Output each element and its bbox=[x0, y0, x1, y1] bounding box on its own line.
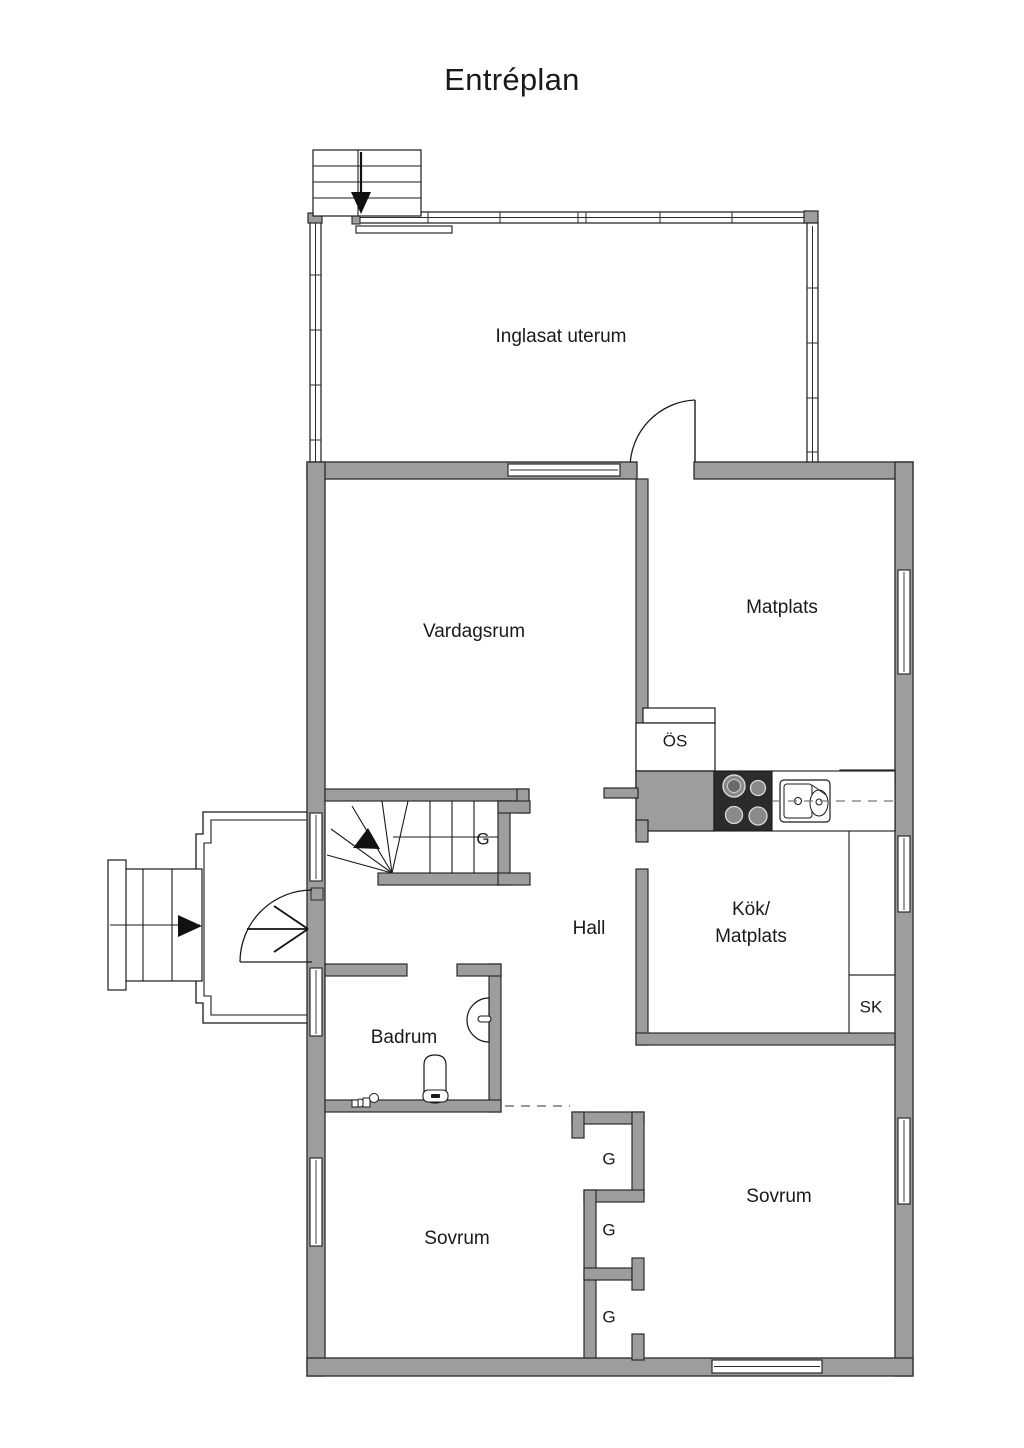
counter-left bbox=[635, 770, 715, 832]
page-title: Entréplan bbox=[444, 62, 580, 97]
closet-label-stair-g: G bbox=[476, 829, 489, 848]
sunroom-door-swing-arc bbox=[629, 399, 696, 469]
closet-labels: G SK G G G ÖS bbox=[476, 731, 883, 1326]
stairs-direction-arrow bbox=[351, 192, 371, 214]
interior-staircase bbox=[326, 800, 498, 874]
stairs-to-upper-level bbox=[312, 149, 422, 217]
interior-stairs-direction-arrow bbox=[353, 828, 380, 849]
entry-porch bbox=[107, 811, 324, 1024]
closet-label-bedroom-g1: G bbox=[602, 1149, 615, 1168]
main-house-walls bbox=[306, 461, 914, 1377]
entry-door-swing-arc bbox=[239, 889, 313, 963]
room-label-badrum: Badrum bbox=[371, 1027, 438, 1048]
closet-label-bedroom-g2: G bbox=[602, 1220, 615, 1239]
room-label-kok-line1: Kök/ bbox=[732, 899, 771, 920]
room-label-kok-line2: Matplats bbox=[715, 926, 787, 947]
entry-direction-arrow bbox=[178, 915, 202, 937]
oven-hood bbox=[642, 707, 716, 724]
room-label-matplats: Matplats bbox=[746, 597, 818, 618]
room-labels: Inglasat uterum Vardagsrum Matplats Kök/… bbox=[371, 326, 818, 1249]
room-label-sovrum-left: Sovrum bbox=[424, 1228, 489, 1249]
room-label-vardagsrum: Vardagsrum bbox=[423, 621, 525, 642]
sunroom-structure bbox=[307, 210, 820, 472]
kitchen-fixtures bbox=[603, 707, 896, 843]
room-label-sovrum-right: Sovrum bbox=[746, 1186, 811, 1207]
closet-label-sk: SK bbox=[860, 997, 883, 1016]
appliance-label-os: ÖS bbox=[663, 731, 688, 750]
room-label-inglasat-uterum: Inglasat uterum bbox=[496, 326, 627, 347]
bathroom-fixtures bbox=[351, 997, 492, 1108]
oven-cabinet bbox=[635, 722, 716, 772]
room-label-hall: Hall bbox=[573, 918, 606, 939]
closet-label-bedroom-g3: G bbox=[602, 1307, 615, 1326]
